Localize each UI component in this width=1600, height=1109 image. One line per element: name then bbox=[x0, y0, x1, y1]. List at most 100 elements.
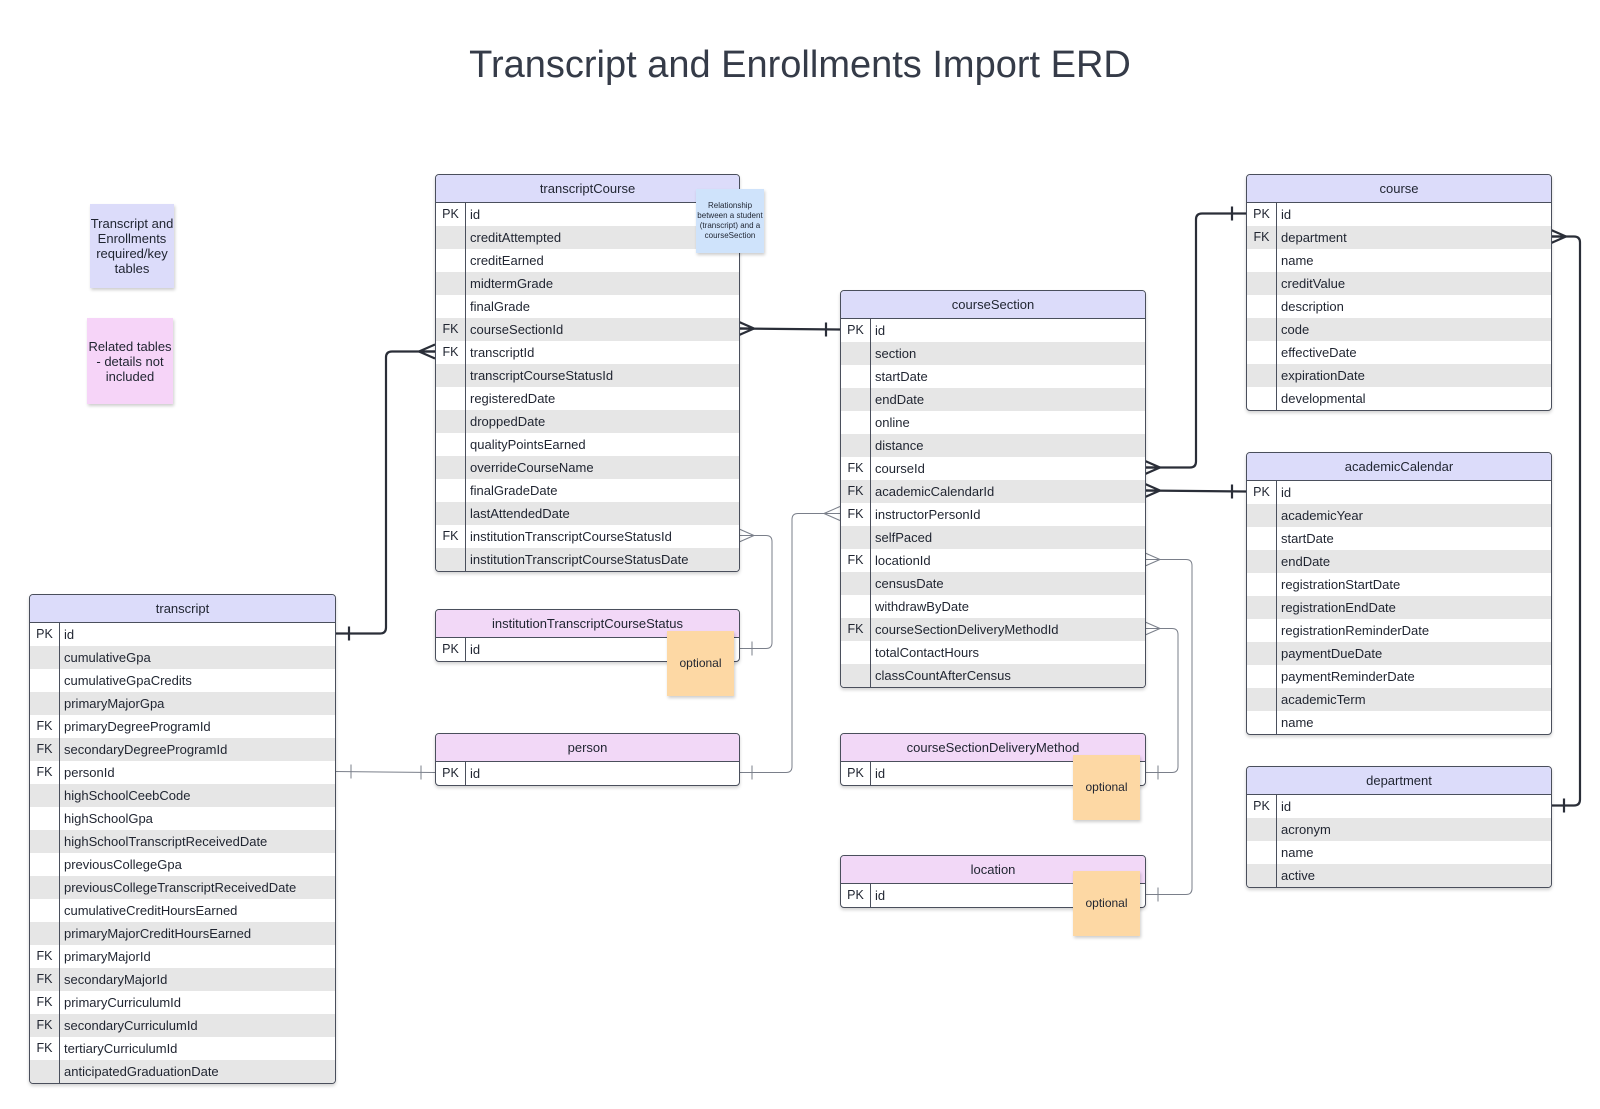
link-course-department bbox=[1550, 235, 1582, 807]
field-name: name bbox=[1281, 253, 1314, 268]
field-name: instructorPersonId bbox=[875, 507, 981, 522]
field-name: overrideCourseName bbox=[470, 460, 594, 475]
field-name: finalGrade bbox=[470, 299, 530, 314]
field-row: academicYear bbox=[1247, 504, 1551, 527]
key-marker bbox=[841, 595, 871, 618]
key-marker bbox=[1247, 295, 1277, 318]
key-marker bbox=[436, 364, 466, 387]
field-row: distance bbox=[841, 434, 1145, 457]
field-name: id bbox=[1281, 207, 1292, 222]
key-marker bbox=[30, 1060, 60, 1083]
key-marker bbox=[30, 922, 60, 945]
field-row: endDate bbox=[841, 388, 1145, 411]
field-name: endDate bbox=[1281, 554, 1331, 569]
key-marker: PK bbox=[30, 623, 60, 646]
key-marker bbox=[1247, 272, 1277, 295]
field-row: highSchoolGpa bbox=[30, 807, 335, 830]
field-name: id bbox=[875, 766, 886, 781]
field-name: withdrawByDate bbox=[875, 599, 969, 614]
field-name: highSchoolTranscriptReceivedDate bbox=[64, 834, 268, 849]
field-name: id bbox=[470, 642, 481, 657]
link-courseSection-location bbox=[1144, 559, 1193, 895]
key-marker bbox=[1247, 318, 1277, 341]
field-row: creditEarned bbox=[436, 249, 739, 272]
field-name: personId bbox=[64, 765, 115, 780]
key-marker: FK bbox=[841, 549, 871, 572]
field-name: classCountAfterCensus bbox=[875, 668, 1011, 683]
field-row: section bbox=[841, 342, 1145, 365]
field-row: institutionTranscriptCourseStatusDate bbox=[436, 548, 739, 571]
key-marker: PK bbox=[841, 884, 871, 907]
field-row: primaryMajorGpa bbox=[30, 692, 335, 715]
key-marker: FK bbox=[30, 968, 60, 991]
field-row: name bbox=[1247, 249, 1551, 272]
field-name: id bbox=[470, 766, 481, 781]
field-name: academicTerm bbox=[1281, 692, 1366, 707]
field-name: developmental bbox=[1281, 391, 1366, 406]
field-row: description bbox=[1247, 295, 1551, 318]
link-courseSection-deliveryMethod bbox=[1144, 628, 1179, 773]
field-name: transcriptCourseStatusId bbox=[470, 368, 614, 383]
field-row: paymentDueDate bbox=[1247, 642, 1551, 665]
field-row: creditAttempted bbox=[436, 226, 739, 249]
key-marker bbox=[436, 548, 466, 571]
key-marker bbox=[436, 249, 466, 272]
field-name: id bbox=[64, 627, 75, 642]
field-name: academicCalendarId bbox=[875, 484, 995, 499]
field-name: secondaryCurriculumId bbox=[64, 1018, 198, 1033]
field-name: censusDate bbox=[875, 576, 944, 591]
field-row: highSchoolCeebCode bbox=[30, 784, 335, 807]
key-marker bbox=[436, 295, 466, 318]
key-marker: FK bbox=[841, 457, 871, 480]
link-courseSection-course bbox=[1144, 212, 1246, 469]
key-marker bbox=[436, 433, 466, 456]
key-marker bbox=[30, 853, 60, 876]
field-name: primaryMajorId bbox=[64, 949, 151, 964]
key-marker bbox=[1247, 573, 1277, 596]
field-name: id bbox=[1281, 799, 1292, 814]
many-marker-department bbox=[1549, 228, 1567, 245]
key-marker: FK bbox=[841, 618, 871, 641]
field-name: registrationStartDate bbox=[1281, 577, 1401, 592]
field-row: highSchoolTranscriptReceivedDate bbox=[30, 830, 335, 853]
link-courseSection-academicCalendar bbox=[1143, 489, 1247, 493]
key-marker bbox=[1247, 387, 1277, 410]
field-name: midtermGrade bbox=[470, 276, 554, 291]
field-row: endDate bbox=[1247, 550, 1551, 573]
many-marker-academicCalendarId bbox=[1143, 482, 1161, 499]
key-marker bbox=[1247, 596, 1277, 619]
field-name: cumulativeGpaCredits bbox=[64, 673, 192, 688]
field-name: secondaryDegreeProgramId bbox=[64, 742, 228, 757]
key-marker bbox=[30, 807, 60, 830]
key-marker bbox=[1247, 688, 1277, 711]
field-name: tertiaryCurriculumId bbox=[64, 1041, 178, 1056]
many-marker-statusId bbox=[737, 528, 755, 543]
field-name: section bbox=[875, 346, 917, 361]
key-marker bbox=[1247, 341, 1277, 364]
field-name: droppedDate bbox=[470, 414, 546, 429]
field-name: courseSectionId bbox=[470, 322, 564, 337]
key-marker: PK bbox=[1247, 795, 1277, 818]
key-marker: FK bbox=[841, 503, 871, 526]
key-marker bbox=[841, 342, 871, 365]
entity-header: academicCalendar bbox=[1247, 453, 1551, 481]
field-row: withdrawByDate bbox=[841, 595, 1145, 618]
field-row: registrationStartDate bbox=[1247, 573, 1551, 596]
optional-note-status: optional bbox=[667, 631, 734, 696]
field-name: id bbox=[875, 323, 886, 338]
field-name: primaryCurriculumId bbox=[64, 995, 182, 1010]
key-marker: PK bbox=[1247, 481, 1277, 504]
field-name: institutionTranscriptCourseStatusDate bbox=[470, 552, 689, 567]
